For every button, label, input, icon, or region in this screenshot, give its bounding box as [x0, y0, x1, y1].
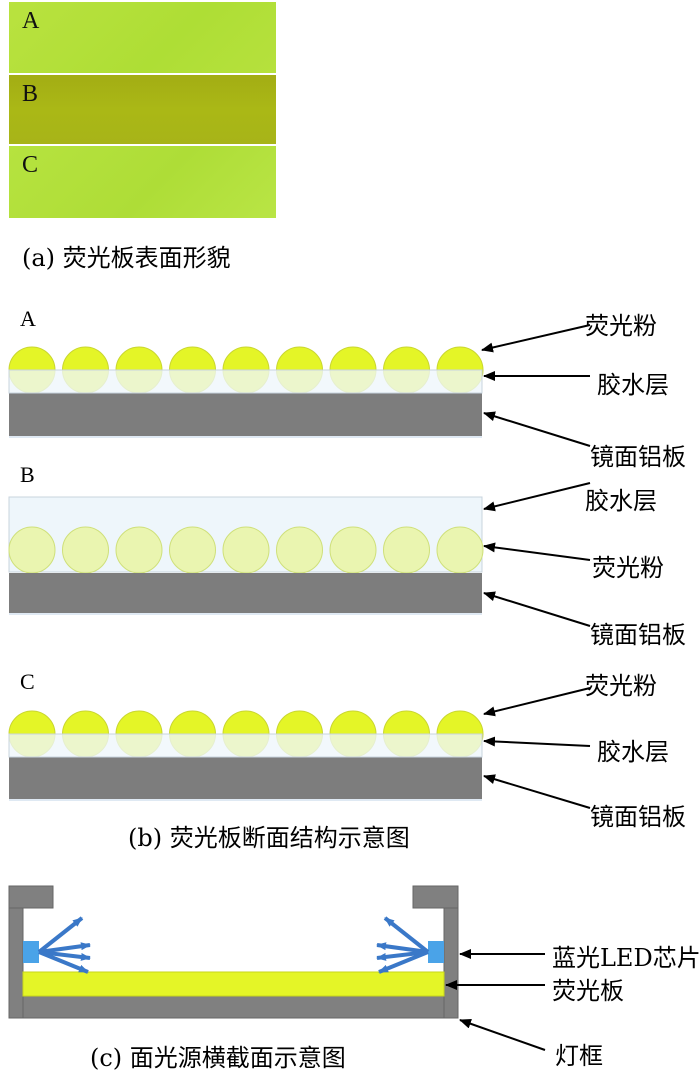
phosphor-plate	[22, 971, 445, 997]
phosphor-particle	[8, 526, 56, 574]
led-chip-right	[428, 941, 444, 963]
label-led-chip: 蓝光LED芯片	[552, 944, 700, 972]
label-c-glue: 胶水层	[597, 738, 669, 766]
label-a-phosphor: 荧光粉	[585, 312, 657, 340]
label-b-glue: 胶水层	[585, 487, 657, 515]
caption-b: (b) 荧光板断面结构示意图	[128, 824, 410, 852]
label-phosphor-plate: 荧光板	[552, 977, 624, 1005]
frame-left-cap	[8, 885, 54, 909]
surface-photo-b: B	[9, 75, 276, 144]
phosphor-particle	[329, 526, 377, 574]
phosphor-particles-b	[8, 526, 484, 574]
led-chip-left	[23, 941, 39, 963]
cross-section-a	[8, 324, 591, 447]
cross-section-b	[8, 482, 591, 627]
light-rays-right	[376, 916, 430, 974]
label-b-aluminum: 镜面铝板	[590, 621, 686, 649]
label-c-phosphor: 荧光粉	[585, 672, 657, 700]
glue-layer-a	[8, 369, 483, 394]
aluminum-plate-b	[9, 573, 482, 613]
frame-right-cap	[412, 885, 459, 909]
glue-layer-c	[8, 733, 483, 758]
photo-label-a: A	[22, 8, 40, 34]
section-letter-b: B	[20, 462, 35, 487]
label-c-aluminum: 镜面铝板	[590, 803, 686, 831]
phosphor-particle	[62, 526, 109, 574]
label-b-phosphor: 荧光粉	[592, 554, 664, 582]
frame-left-wall	[8, 907, 24, 1019]
photo-label-c: C	[22, 152, 39, 178]
phosphor-particle	[383, 526, 430, 574]
phosphor-particle	[169, 526, 216, 574]
surface-photo-a: A	[9, 2, 276, 73]
section-letter-c: C	[20, 669, 35, 694]
aluminum-plate-a	[9, 393, 482, 436]
frame-right-wall	[443, 907, 459, 1019]
phosphor-particle	[436, 526, 484, 574]
surface-photo-c: C	[9, 146, 276, 218]
section-letter-a: A	[20, 306, 36, 331]
label-a-aluminum: 镜面铝板	[590, 443, 686, 471]
caption-c: (c) 面光源横截面示意图	[90, 1044, 346, 1072]
frame-bottom	[22, 995, 445, 1019]
label-lamp-frame: 灯框	[555, 1042, 603, 1070]
phosphor-particle	[276, 526, 323, 574]
phosphor-particle	[115, 526, 163, 574]
phosphor-particle	[222, 526, 270, 574]
light-source-diagram	[8, 885, 546, 1051]
aluminum-plate-c	[9, 757, 482, 799]
caption-a: (a) 荧光板表面形貌	[22, 244, 231, 272]
cross-section-c	[8, 687, 591, 809]
label-a-glue: 胶水层	[597, 371, 669, 399]
photo-label-b: B	[22, 81, 39, 107]
light-rays-left	[37, 916, 91, 974]
